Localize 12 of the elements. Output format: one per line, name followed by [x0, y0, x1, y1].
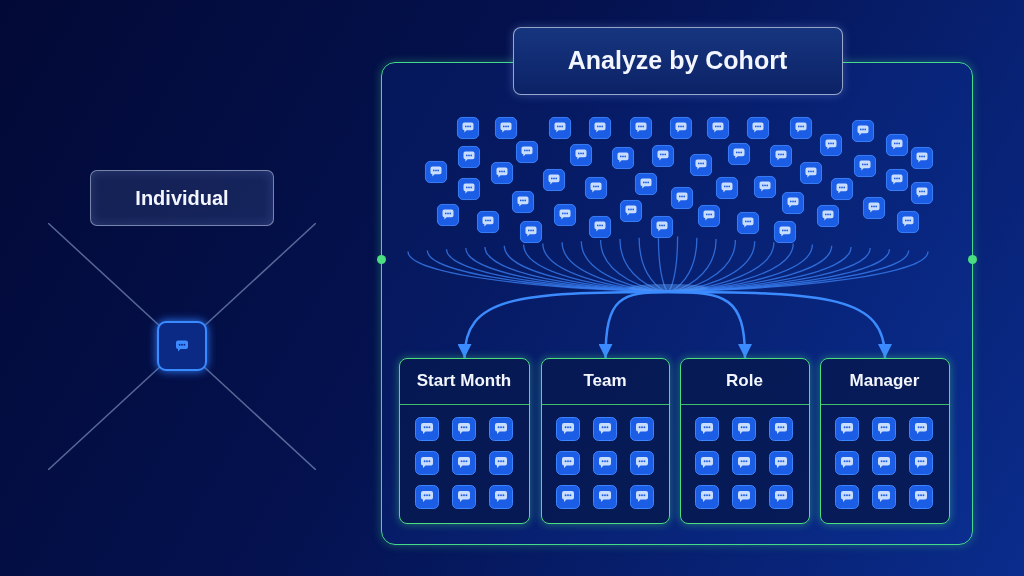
card-heading: Manager [820, 358, 949, 405]
category-card [819, 357, 950, 524]
category-card [398, 357, 530, 524]
card-heading: Start Month [399, 358, 529, 405]
card-heading: Role [680, 358, 809, 405]
card-heading: Team [541, 358, 669, 405]
arrow [668, 290, 891, 359]
label-card: Individual [90, 170, 274, 226]
arrow [598, 290, 668, 359]
category-card [540, 357, 670, 524]
title-card: Analyze by Cohort [512, 26, 843, 95]
category-card [679, 357, 810, 524]
